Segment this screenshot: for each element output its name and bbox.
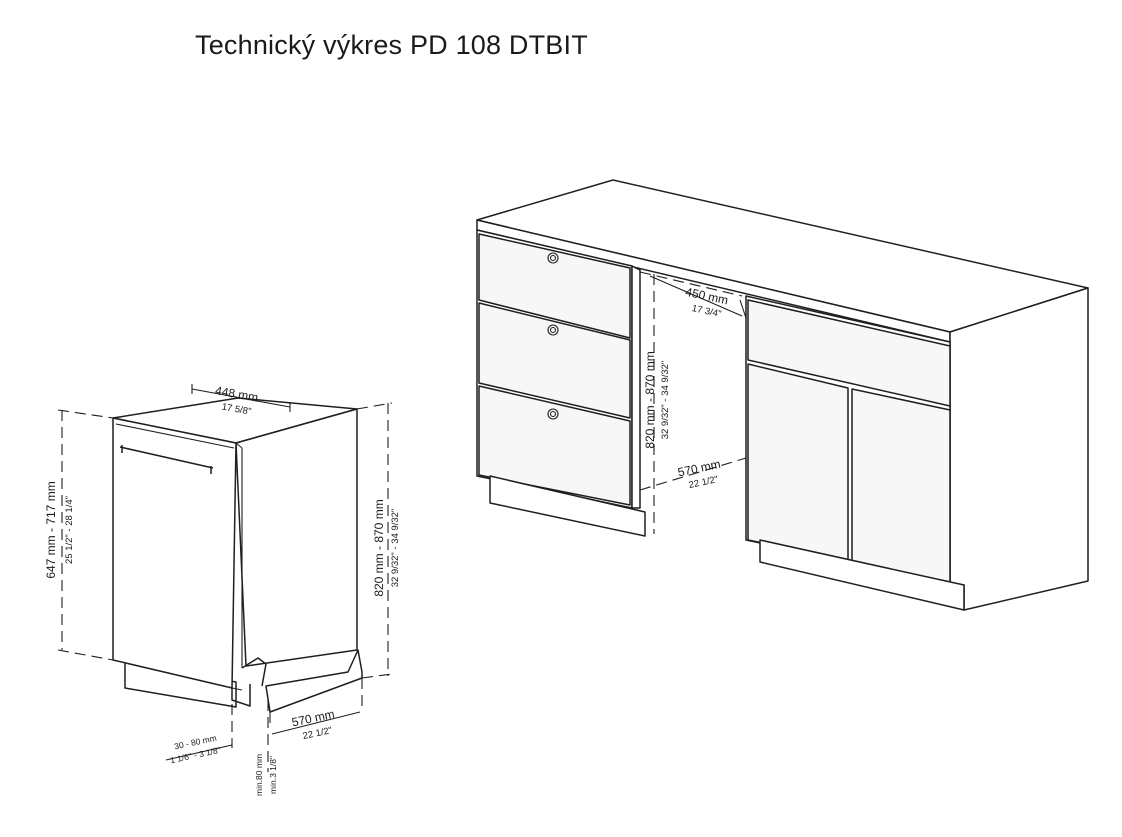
dishwasher-drawing: 448 mm 17 5/8" 647 mm - 717 mm 25 1/2" -… — [44, 383, 401, 796]
cabinet-side — [949, 287, 1089, 611]
right-plinth — [759, 539, 965, 611]
appliance-height-in: 32 9/32" - 34 9/32" — [390, 509, 401, 588]
right-drawer — [747, 299, 951, 407]
right-door-right — [851, 388, 951, 583]
door-height-in: 25 1/2" - 28 1/4" — [64, 496, 75, 564]
cabinet-drawing: 450 mm 17 3/4" 820 mm - 870 mm 32 9/32" … — [476, 179, 1089, 611]
appliance-width-in: 17 5/8" — [221, 402, 252, 418]
door-height-mm: 647 mm - 717 mm — [44, 481, 58, 578]
appliance-height-mm: 820 mm - 870 mm — [372, 499, 386, 596]
right-door-left — [747, 363, 849, 561]
page-title: Technický výkres PD 108 DTBIT — [195, 30, 588, 60]
drawer-3 — [478, 385, 631, 506]
niche-height-in: 32 9/32" - 34 9/32" — [660, 361, 671, 440]
left-plinth — [489, 475, 646, 537]
min-clearance-mm: min.80 mm — [254, 754, 264, 796]
drawer-2 — [478, 302, 631, 419]
appliance-depth-in: 22 1/2" — [302, 725, 333, 742]
dishwasher-door — [112, 417, 237, 689]
min-clearance-in: min.3 1/8" — [268, 756, 278, 794]
dishwasher-side — [235, 408, 358, 667]
door-handle — [119, 446, 214, 469]
niche-height-mm: 820 mm - 870 mm — [643, 351, 657, 448]
drawer-1 — [478, 233, 631, 339]
